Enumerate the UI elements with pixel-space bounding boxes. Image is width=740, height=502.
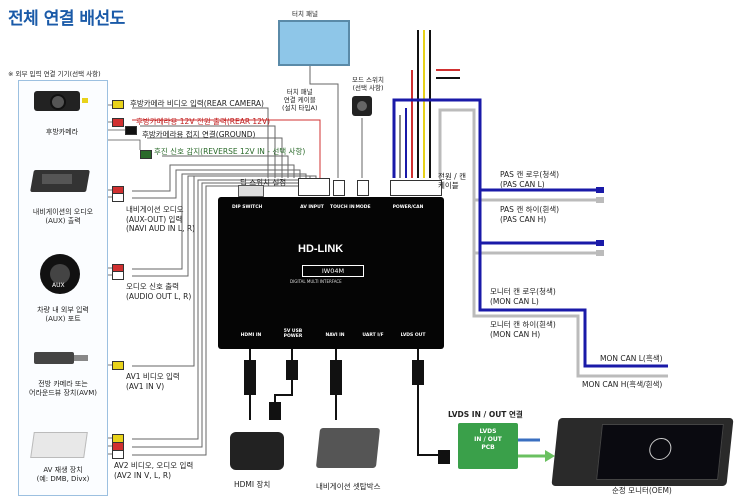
port-dip-switch: DIP SWITCH [232, 205, 263, 210]
oem-monitor [551, 418, 734, 486]
hd-link-main-unit: DIP SWITCH AV INPUT TOUCH IN MODE POWER/… [218, 197, 444, 349]
bottom-label-oem-monitor: 순정 모니터(OEM) [612, 486, 672, 495]
page-title: 전체 연결 배선도 [8, 9, 125, 29]
port-av-input: AV INPUT [300, 205, 324, 210]
power-can-connector [390, 180, 442, 196]
conn-label-av1: AV1 비디오 입력 (AV1 IN V) [126, 372, 180, 391]
navi-module-image [28, 164, 98, 200]
conn-label-navi-audio: 내비게이션 오디오 (AUX-OUT) 입력 (NAVI AUD IN L, R… [126, 205, 195, 233]
bottom-label-navi-box: 내비게이션 셋탑박스 [316, 482, 381, 491]
can-label-pas-l: PAS 캔 로우(청색) (PAS CAN L) [500, 170, 560, 189]
port-touch-in: TOUCH IN [330, 205, 355, 210]
touch-panel [278, 20, 350, 66]
navi-settop-box [315, 428, 381, 468]
hdmi-device [230, 432, 284, 470]
wire-label-reverse: 후진 신호 감지(REVERSE 12V IN - 선택 사항) [154, 147, 306, 156]
device-label-av-player: AV 재생 장치 (예: DMB, Divx) [36, 466, 90, 483]
port-power-can: POWER/CAN [392, 205, 424, 210]
dip-switch [238, 185, 264, 197]
device-label-front-camera: 전방 카메라 또는 어라운드뷰 장치(AVM) [29, 380, 97, 397]
can-label-mon-l: 모니터 캔 로우(청색) (MON CAN L) [490, 287, 556, 306]
reverse-plug [140, 150, 152, 159]
device-label-rear-camera: 후방카메라 [45, 128, 79, 136]
conn-label-audio-out: 오디오 신호 출력 (AUDIO OUT L, R) [126, 282, 192, 301]
rca-plug-white [112, 193, 124, 202]
can-connector [596, 197, 604, 203]
port-navi-in: NAVI IN [325, 333, 345, 338]
device-label-navi: 내비게이션의 오디오 (AUX) 출력 [32, 208, 94, 225]
rca-plug-white [112, 271, 124, 280]
power-plug-red [112, 118, 124, 127]
mode-switch [352, 96, 372, 116]
navi-hdmi-cable [330, 360, 342, 395]
can-label-mon-h-bw: MON CAN H(흑색/흰색) [582, 380, 663, 389]
rear-camera-image [28, 86, 94, 122]
power-can-label: 전원 / 캔 케이블 [438, 172, 466, 190]
usb-cable [286, 360, 298, 380]
lvds-plug [438, 450, 450, 464]
unit-subtitle: DIGITAL MULTI INTERFACE [290, 279, 342, 284]
panel-caption: ※ 외부 입력 연결 기기(선택 사항) [8, 70, 101, 78]
can-connector [596, 240, 604, 246]
rca-plug-white [112, 450, 124, 459]
usb-plug [269, 402, 281, 420]
touch-in-connector [333, 180, 345, 196]
wire-label-rear-12v: 후방카메라용 12V 전원 출력(REAR 12V) [136, 117, 271, 126]
lvds-title: LVDS IN / OUT 연결 [448, 410, 523, 419]
wire-label-ground: 후방카메라용 접지 연결(GROUND) [142, 130, 256, 139]
mode-switch-label: 모드 스위치 (선택 사항) [352, 76, 384, 92]
dip-switch-label: 딥 스위치 설정 [240, 178, 287, 187]
ground-plug [125, 126, 137, 135]
can-connector [596, 187, 604, 193]
port-lvds-out: LVDS OUT [400, 333, 426, 338]
wire-label-rear-camera: 후방카메라 비디오 입력(REAR CAMERA) [130, 99, 264, 108]
mode-connector [357, 180, 369, 196]
brand-logo: HD-LINK [298, 243, 344, 255]
conn-label-av2: AV2 비디오, 오디오 입력 (AV2 IN V, L, R) [114, 461, 194, 480]
port-mode: MODE [355, 205, 371, 210]
can-label-pas-h: PAS 캔 하이(흰색) (PAS CAN H) [500, 205, 560, 224]
hdmi-cable [244, 360, 256, 395]
port-usb-power: 5V USB POWER [283, 329, 303, 339]
device-label-aux: 차량 내 외부 입력 (AUX) 포트 [37, 306, 89, 323]
can-label-mon-h: 모니터 캔 하이(흰색) (MON CAN H) [490, 320, 556, 339]
touch-cable-label: 터치 패널 연결 케이블 (설치 타입A) [282, 88, 318, 112]
touch-panel-label: 터치 패널 [292, 10, 318, 18]
lvds-cable [412, 360, 424, 385]
av-input-connector [298, 178, 330, 196]
bottom-label-hdmi-device: HDMI 장치 [234, 480, 271, 489]
port-hdmi-in: HDMI IN [240, 333, 262, 338]
aux-port-image: AUX [40, 254, 80, 294]
can-label-mon-l-black: MON CAN L(흑색) [600, 354, 663, 363]
lvds-pcb: LVDS IN / OUT PCB [474, 428, 502, 451]
rca-plug-yellow [112, 100, 124, 109]
av-player-image [30, 428, 90, 460]
can-connector [596, 250, 604, 256]
port-uart: UART I/F [362, 333, 384, 338]
model-label: IW04M [302, 265, 364, 277]
front-camera-image [30, 348, 94, 368]
rca-plug-yellow [112, 361, 124, 370]
